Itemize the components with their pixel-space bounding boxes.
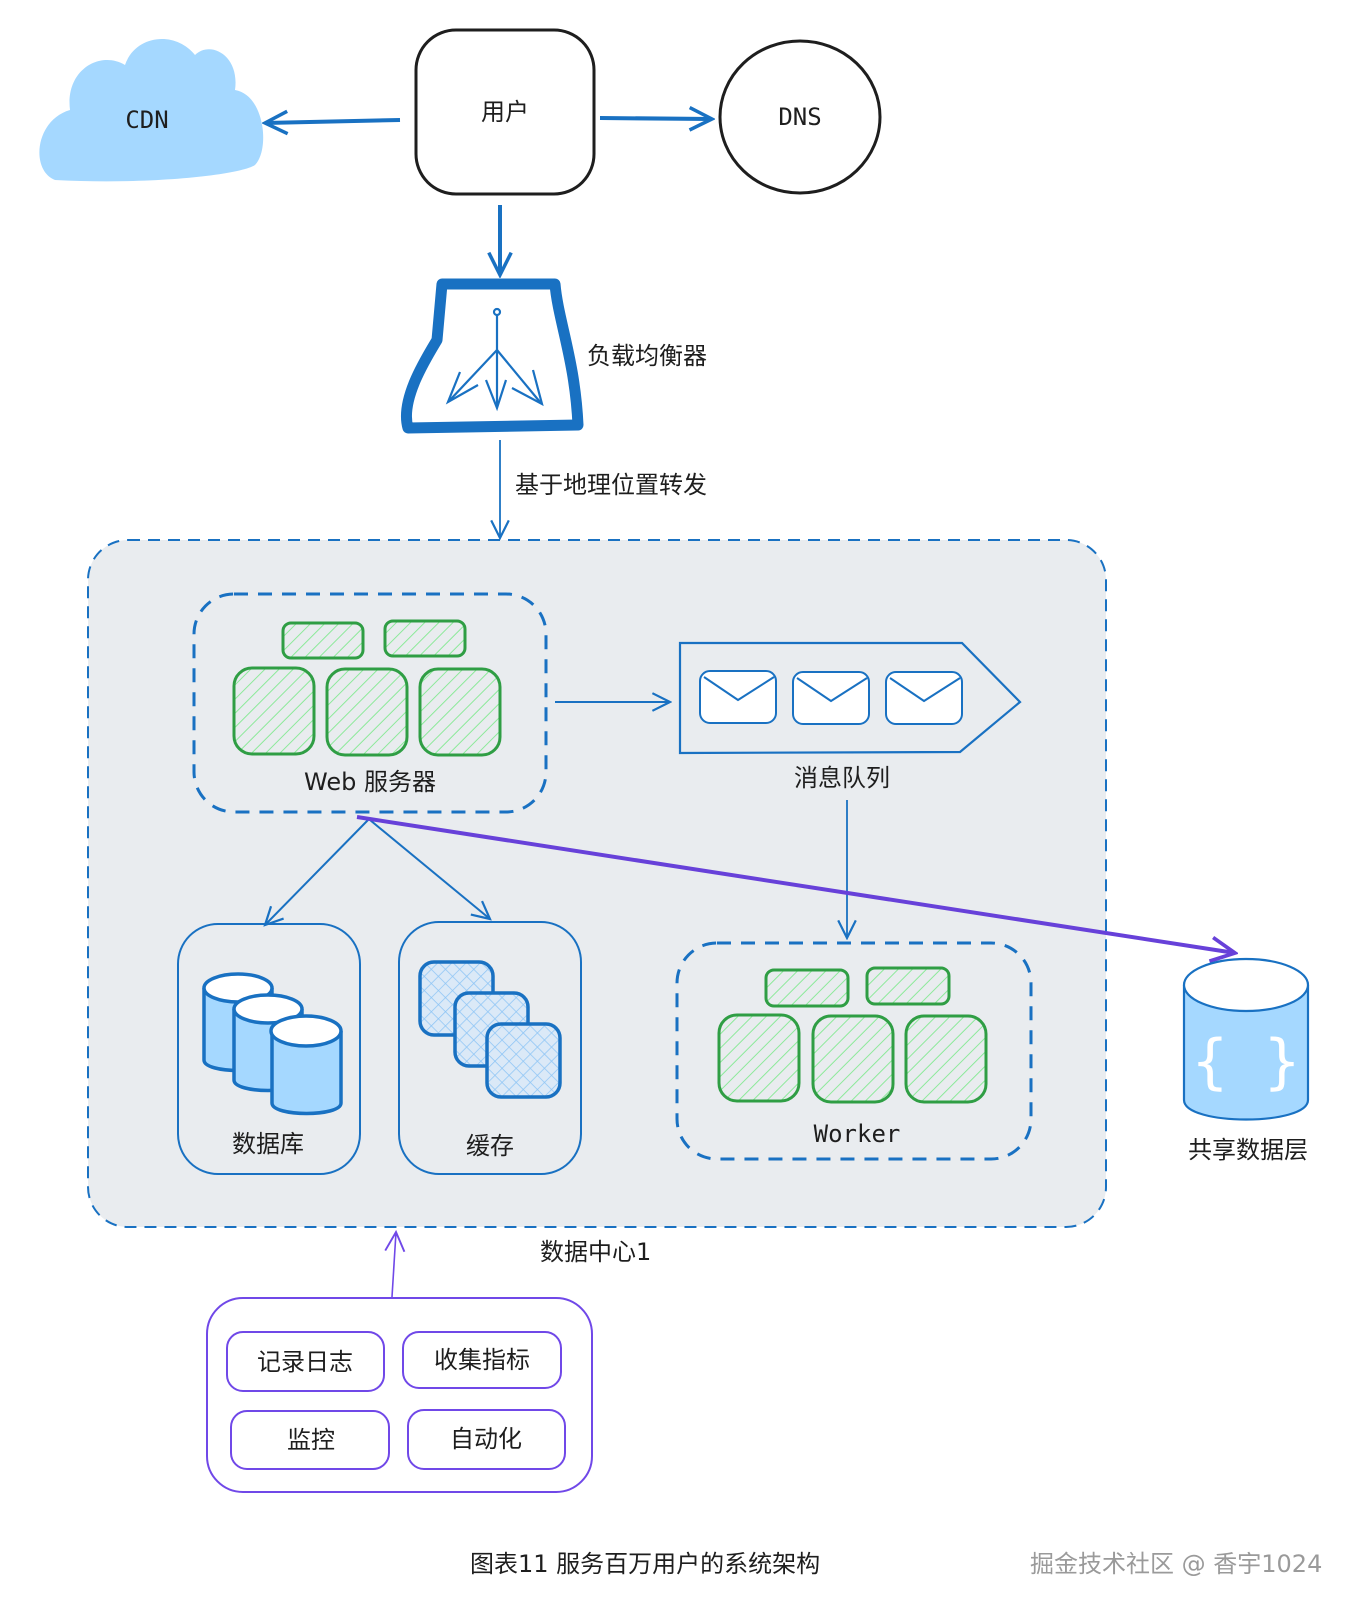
cdn-label: CDN <box>125 106 168 134</box>
database-node: 数据库 <box>177 923 361 1175</box>
envelope-icon <box>792 671 870 725</box>
user-node: 用户 <box>414 28 596 196</box>
tool-monitoring: 监控 <box>230 1410 390 1470</box>
tool-logging: 记录日志 <box>226 1331 385 1392</box>
ops-tools-group: 记录日志 收集指标 监控 自动化 <box>206 1297 593 1493</box>
server-block <box>383 619 467 658</box>
tool-label: 自动化 <box>450 1425 522 1453</box>
web-servers-label: Web 服务器 <box>304 768 436 796</box>
user-label: 用户 <box>481 98 529 126</box>
arrow-web-to-shared-data <box>356 815 1235 953</box>
workers-label: Worker <box>814 1120 901 1148</box>
database-cylinder-icon <box>202 972 343 1116</box>
server-block <box>232 666 316 756</box>
worker-block <box>811 1014 895 1104</box>
shared-data-layer-node: { } 共享数据层 <box>1182 957 1310 1164</box>
envelope-icon <box>699 670 777 724</box>
load-balancer-node: 负载均衡器 <box>401 278 707 434</box>
cdn-node: CDN <box>39 38 264 182</box>
arrow-user-to-cdn <box>265 120 401 123</box>
workers-group: Worker <box>675 941 1033 1161</box>
worker-block <box>865 966 951 1006</box>
server-block <box>418 667 502 757</box>
split-arrows-icon <box>445 307 544 412</box>
server-block <box>325 667 409 757</box>
envelope-icon <box>885 671 963 725</box>
web-servers-group: Web 服务器 <box>192 592 548 814</box>
database-label: 数据库 <box>232 1130 304 1158</box>
message-queue-label: 消息队列 <box>794 764 890 792</box>
arrow-web-to-cache <box>369 819 490 919</box>
figure-caption: 图表11 服务百万用户的系统架构 <box>470 1550 820 1578</box>
watermark: 掘金技术社区 @ 香宇1024 <box>1030 1550 1322 1578</box>
geo-routing-label: 基于地理位置转发 <box>515 471 707 499</box>
arrow-tools-to-datacenter <box>384 1229 406 1298</box>
worker-block <box>717 1013 801 1103</box>
arrow-web-to-database <box>265 819 369 925</box>
server-block <box>281 621 365 660</box>
arrow-user-to-dns <box>599 118 712 119</box>
cache-label: 缓存 <box>466 1132 514 1160</box>
worker-block <box>904 1014 988 1104</box>
shared-data-layer-label: 共享数据层 <box>1188 1136 1308 1164</box>
message-queue-node: 消息队列 <box>678 641 1022 792</box>
cache-layers-icon <box>418 960 562 1099</box>
dns-node: DNS <box>718 39 882 195</box>
tool-metrics: 收集指标 <box>402 1331 562 1389</box>
data-center-label: 数据中心1 <box>540 1238 651 1266</box>
cloud-icon <box>39 38 264 182</box>
tool-label: 监控 <box>287 1426 335 1454</box>
worker-block <box>764 968 850 1008</box>
cache-node: 缓存 <box>398 921 582 1175</box>
tool-label: 记录日志 <box>257 1348 353 1376</box>
braces-icon: { } <box>1192 1027 1300 1097</box>
dns-label: DNS <box>778 103 821 131</box>
tool-label: 收集指标 <box>434 1346 530 1374</box>
load-balancer-label: 负载均衡器 <box>587 342 707 370</box>
tool-automation: 自动化 <box>407 1409 566 1470</box>
